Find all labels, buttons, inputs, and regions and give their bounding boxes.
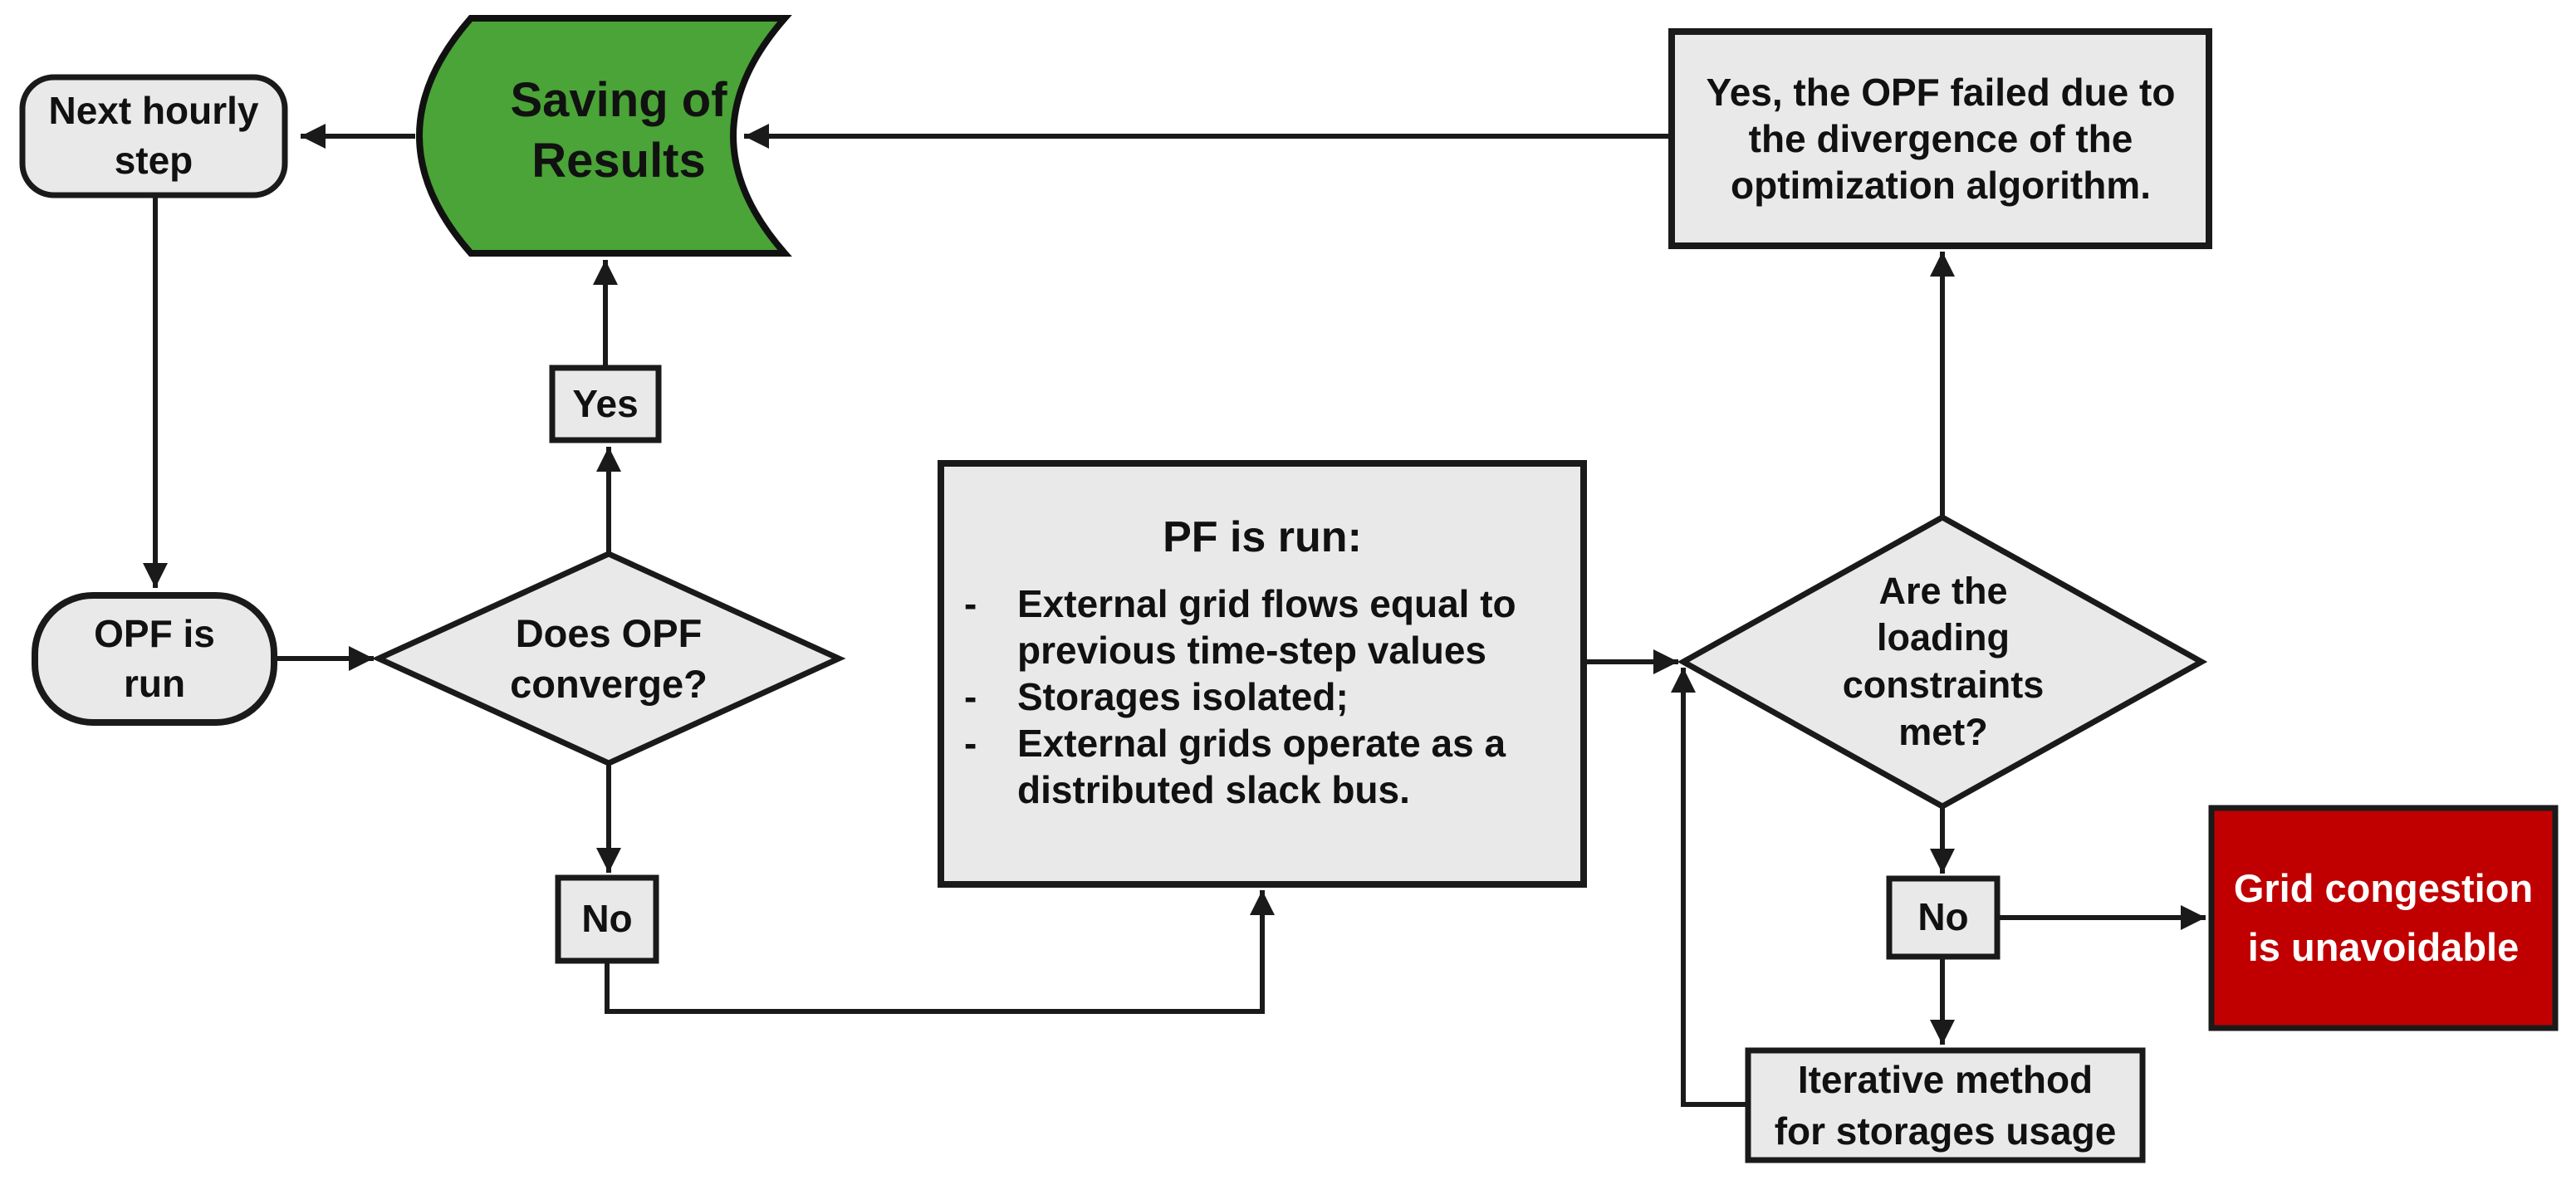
pf-bullet-item: - External grid flows equal to previous … (964, 580, 1584, 673)
does-opf-converge-decision (371, 551, 846, 766)
opf-is-run-node (32, 592, 277, 726)
no-right-node (1886, 875, 2001, 960)
pf-bullet-item: - External grids operate as a distribute… (964, 720, 1584, 813)
pf-is-run-title: PF is run: (1163, 513, 1362, 561)
opf-failed-node (1668, 28, 2212, 249)
iterative-method-node (1745, 1047, 2146, 1163)
grid-congestion-label: Grid congestion is unavoidable (2233, 866, 2534, 969)
pf-bullet-text: Storages isolated; (1017, 675, 1349, 718)
no-right-label: No (1917, 895, 1969, 939)
pf-is-run-content: PF is run: - External grid flows equal t… (941, 477, 1584, 876)
next-hourly-step-label: Next hourly step (48, 89, 259, 182)
loading-constraints-label: Are the loading constraints met? (1842, 569, 2045, 753)
loading-constraints-decision (1677, 513, 2208, 810)
pf-bullet-item: - Storages isolated; (964, 673, 1584, 720)
connector-no-to-pf (605, 890, 1275, 1014)
opf-failed-label: Yes, the OPF failed due to the divergenc… (1706, 71, 2176, 207)
yes-node (549, 365, 662, 443)
pf-bullet-text: External grid flows equal to previous ti… (1017, 582, 1516, 672)
pf-bullet-dash: - (964, 722, 977, 765)
pf-bullet-dash: - (964, 582, 977, 625)
does-opf-converge-label: Does OPF converge? (510, 610, 708, 706)
opf-is-run-label: OPF is run (94, 611, 215, 705)
no-left-node (555, 874, 659, 964)
yes-label: Yes (572, 381, 639, 425)
grid-congestion-node (2208, 805, 2559, 1031)
pf-bullet-dash: - (964, 675, 977, 718)
pf-is-run-node (938, 460, 1587, 888)
next-hourly-step-node (19, 74, 288, 198)
saving-of-results-label: Saving of Results (510, 73, 727, 188)
pf-bullet-list: - External grid flows equal to previous … (941, 580, 1584, 813)
iterative-method-label: Iterative method for storages usage (1774, 1057, 2117, 1153)
pf-bullet-text: External grids operate as a distributed … (1017, 722, 1506, 811)
saving-of-results-node (416, 15, 792, 257)
connector-iterative-feedback-to-loading-met (1671, 668, 1748, 1107)
no-left-label: No (581, 897, 633, 941)
